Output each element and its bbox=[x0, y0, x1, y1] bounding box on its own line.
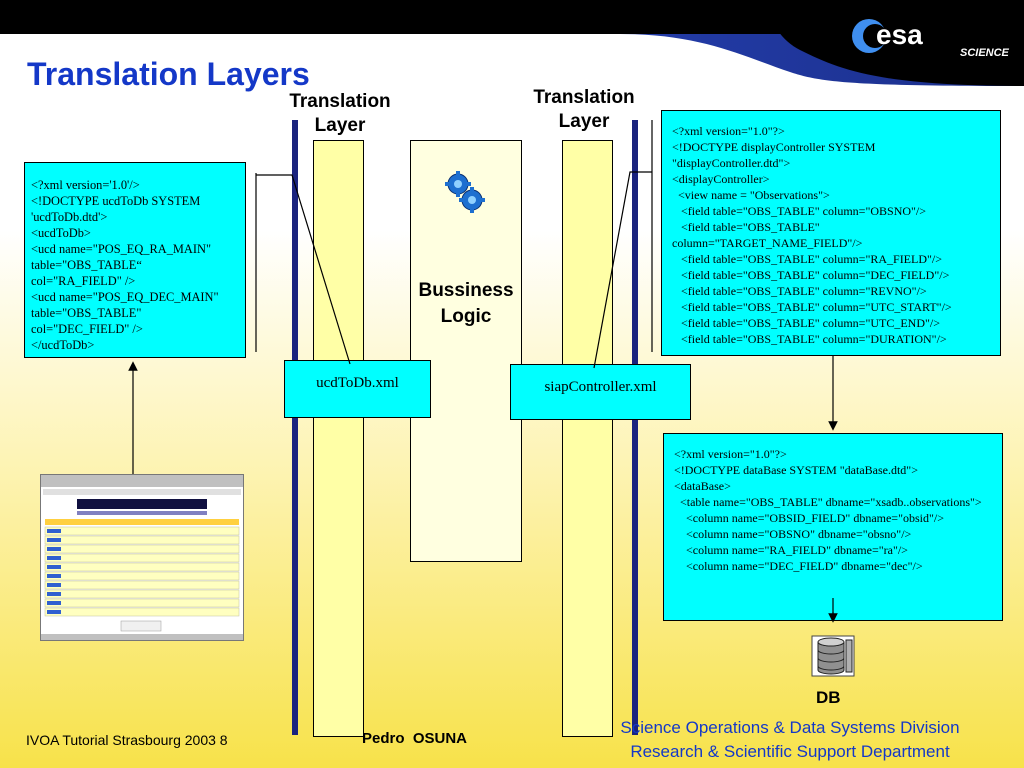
left-layer-bar bbox=[292, 120, 298, 735]
business-logic-column bbox=[410, 140, 522, 562]
right-layer-bar bbox=[632, 120, 638, 735]
ucd-to-db-xml-box: <?xml version='1.0'/> <!DOCTYPE ucdToDb … bbox=[24, 162, 246, 358]
siap-file-label: siapController.xml bbox=[510, 364, 691, 420]
database-icon bbox=[811, 635, 855, 677]
footer-division: Science Operations & Data Systems Divisi… bbox=[620, 718, 960, 737]
right-layer-title: Translation Layer bbox=[533, 87, 635, 132]
esa-logo-icon: esa SCIENCE bbox=[852, 19, 1010, 59]
footer-department: Research & Scientific Support Department bbox=[630, 742, 950, 761]
db-label: DB bbox=[816, 688, 841, 707]
right-layer-column bbox=[562, 140, 613, 737]
display-controller-xml-box: <?xml version="1.0"?> <!DOCTYPE displayC… bbox=[661, 110, 1001, 356]
header-banner: esa SCIENCE bbox=[0, 0, 1024, 90]
web-query-screenshot bbox=[40, 474, 244, 641]
footer-event: IVOA Tutorial Strasbourg 2003 8 bbox=[26, 732, 228, 748]
ucd-file-label: ucdToDb.xml bbox=[284, 360, 431, 418]
page-title: Translation Layers bbox=[27, 56, 310, 92]
footer-author: Pedro OSUNA bbox=[362, 730, 468, 747]
logo-subtext: SCIENCE bbox=[960, 47, 1010, 59]
business-logic-label: Bussiness Logic bbox=[418, 280, 514, 327]
database-xml-box: <?xml version="1.0"?> <!DOCTYPE dataBase… bbox=[663, 433, 1003, 621]
logo-text: esa bbox=[876, 19, 923, 50]
gears-icon bbox=[445, 171, 485, 213]
footer-organization: Science Operations & Data Systems Divisi… bbox=[560, 716, 1020, 764]
left-layer-title: Translation Layer bbox=[289, 91, 391, 136]
left-layer-column bbox=[313, 140, 364, 737]
